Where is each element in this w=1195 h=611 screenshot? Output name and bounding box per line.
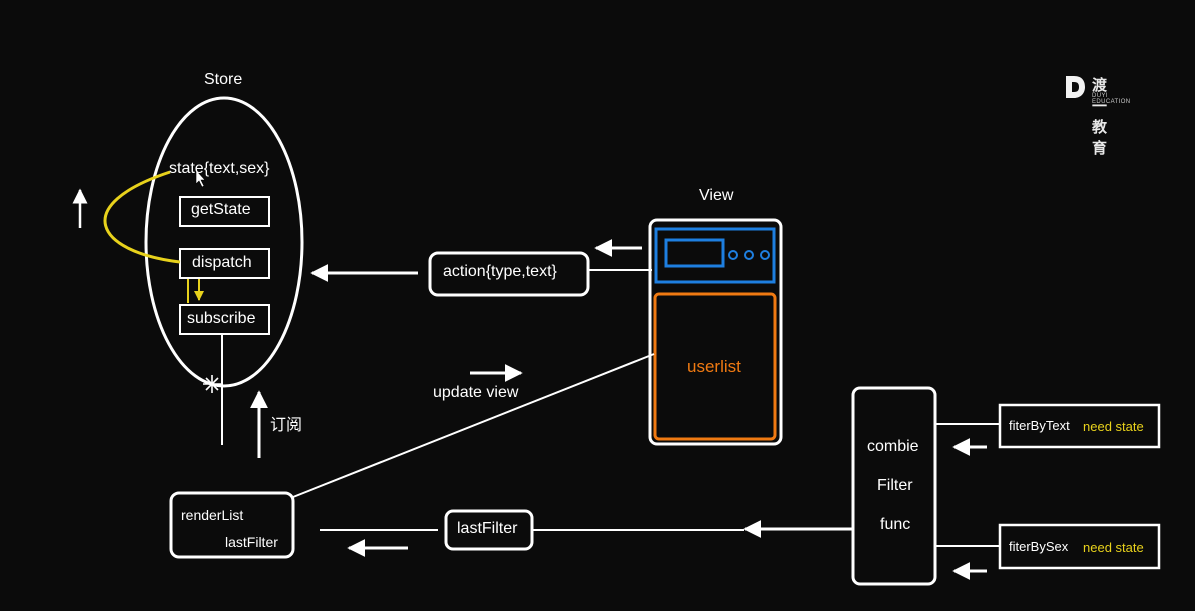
- view-dot-2: [744, 250, 754, 260]
- view-dot-1: [728, 250, 738, 260]
- state-label: state{text,sex}: [169, 160, 270, 177]
- update-view-label: update view: [433, 384, 519, 401]
- dispatch-label: dispatch: [192, 254, 252, 271]
- render-to-view-line: [292, 353, 655, 498]
- dispatch-state-loop: [103, 170, 181, 264]
- view-userlist-panel: [653, 292, 777, 441]
- filter-text-box: [998, 403, 1161, 449]
- combine-box: [851, 386, 937, 586]
- store-title: Store: [204, 71, 243, 88]
- logo-subtext: DUYI EDUCATION: [1092, 93, 1131, 105]
- dispatch-box: [179, 248, 270, 279]
- renderlist-lastfilter-label: lastFilter: [225, 534, 278, 550]
- view-title: View: [699, 187, 734, 204]
- view-search-input: [664, 238, 725, 268]
- action-box: [428, 251, 590, 297]
- combine-line3: func: [880, 516, 911, 533]
- userlist-label: userlist: [687, 357, 741, 376]
- subscribe-note: 订阅: [270, 417, 303, 434]
- subscribe-label: subscribe: [187, 310, 256, 327]
- logo-text: 渡一教育: [1092, 77, 1108, 157]
- view-device: [648, 218, 783, 446]
- store-ellipse: [144, 96, 304, 388]
- combine-line2: Filter: [877, 477, 913, 494]
- cursor-icon: [195, 169, 206, 188]
- subscribe-box: [179, 304, 270, 335]
- filter-text-note: need state: [1083, 419, 1144, 434]
- getstate-label: getState: [191, 201, 251, 218]
- getstate-box: [179, 196, 270, 227]
- renderlist-label: renderList: [181, 507, 244, 523]
- combine-line1: combie: [867, 438, 919, 455]
- filter-sex-note: need state: [1083, 540, 1144, 555]
- view-header-panel: [654, 227, 776, 284]
- logo-mark-icon: [1066, 76, 1085, 98]
- renderlist-box: [169, 491, 295, 559]
- loading-cursor-icon: [203, 375, 221, 393]
- view-dot-3: [760, 250, 770, 260]
- filter-sex-name: fiterBySex: [1009, 539, 1069, 554]
- filter-text-name: fiterByText: [1009, 418, 1070, 433]
- action-label: action{type,text}: [443, 263, 557, 280]
- lastfilter-label: lastFilter: [457, 520, 518, 537]
